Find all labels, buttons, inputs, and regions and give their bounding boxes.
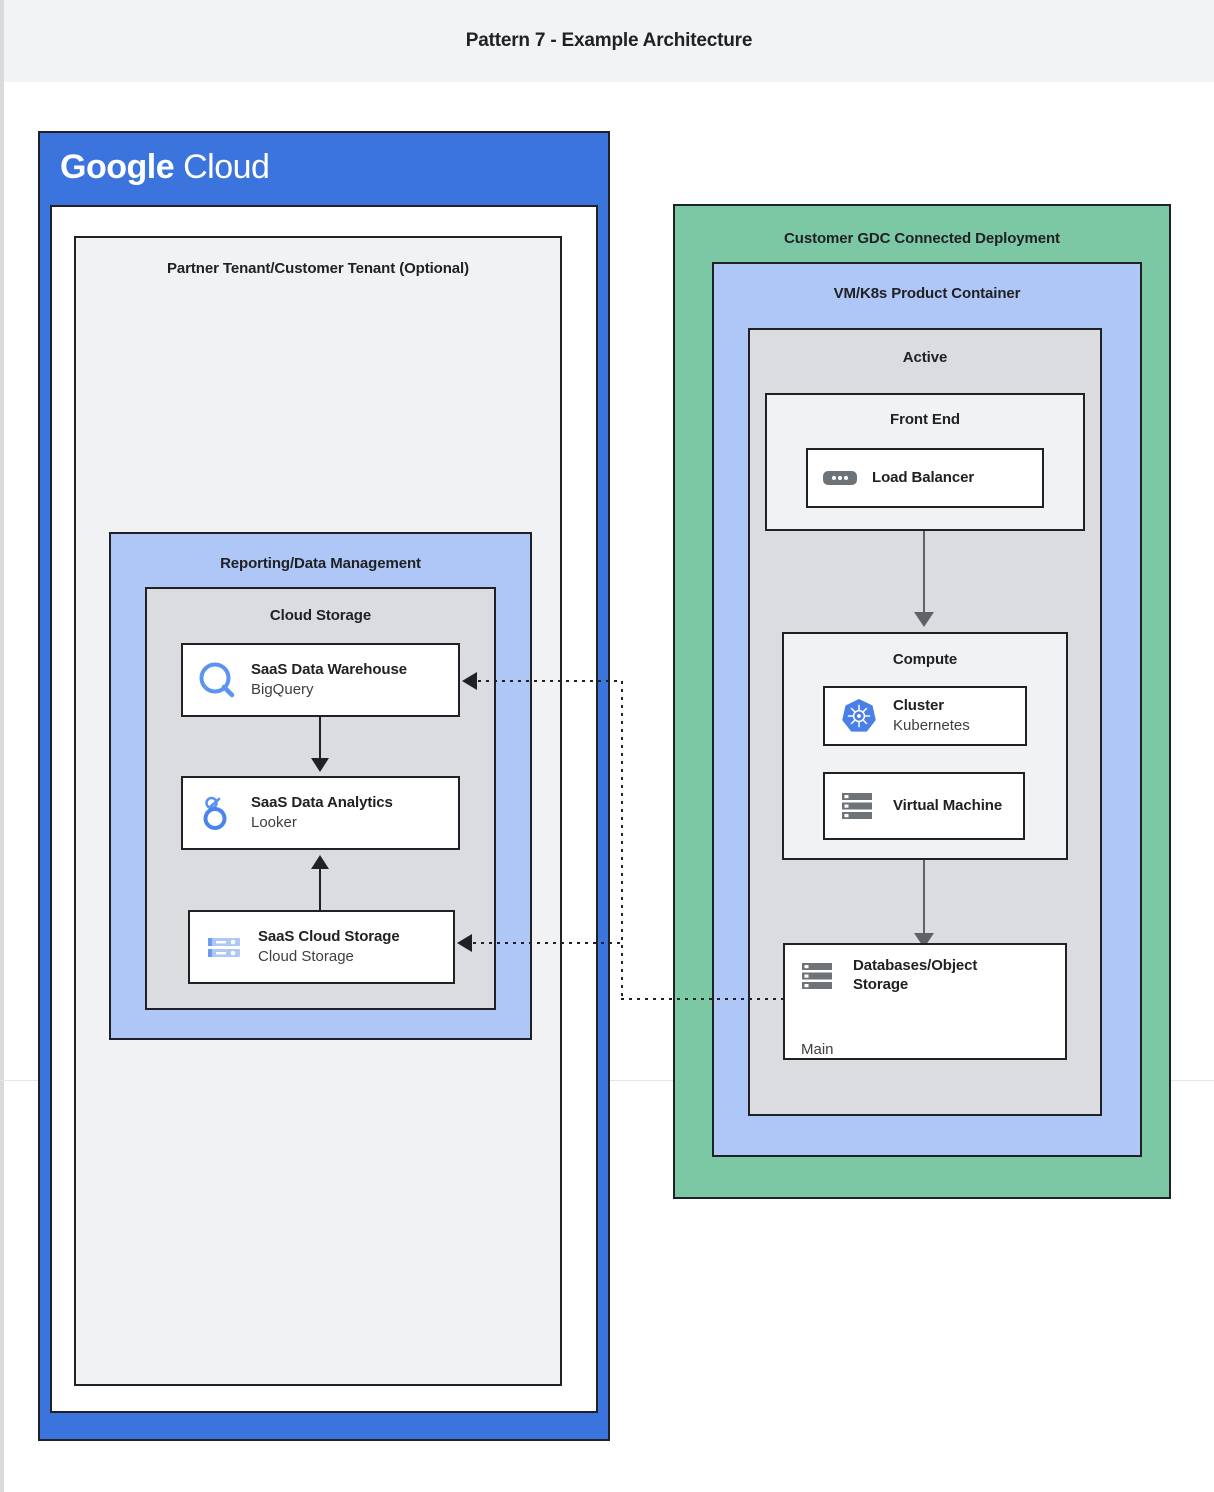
node-load-balancer-text: Load Balancer (872, 469, 974, 488)
page-left-edge (0, 0, 4, 1492)
node-cluster-kubernetes[interactable]: Cluster Kubernetes (823, 686, 1027, 746)
node-title: SaaS Data Analytics (251, 793, 393, 811)
dotted-connector-to-cloud-storage (473, 942, 622, 944)
load-balancer-icon (823, 471, 857, 485)
node-databases-footer: Main (801, 1040, 834, 1058)
node-databases-row: Databases/Object Storage (785, 945, 1065, 1003)
node-title: Databases/Object Storage (853, 957, 978, 993)
reporting-data-management-label: Reporting/Data Management (220, 555, 421, 572)
front-end-label: Front End (890, 411, 960, 428)
node-title: Cluster (893, 696, 944, 714)
node-saas-data-warehouse-text: SaaS Data Warehouse BigQuery (251, 661, 407, 699)
node-subtitle: Kubernetes (893, 716, 970, 734)
kubernetes-icon (842, 699, 876, 732)
dotted-connector-trunk (621, 681, 623, 1000)
node-subtitle: BigQuery (251, 680, 314, 698)
node-databases-object-storage[interactable]: Databases/Object Storage Main (783, 943, 1067, 1060)
connector-frontend-to-compute-line (923, 531, 925, 616)
virtual-machine-icon (842, 793, 872, 819)
cloud-storage-icon (208, 938, 240, 957)
header-bar: Pattern 7 - Example Architecture (4, 0, 1214, 82)
active-label: Active (902, 349, 948, 366)
node-title: Load Balancer (872, 468, 975, 486)
node-saas-cloud-storage[interactable]: SaaS Cloud Storage Cloud Storage (188, 910, 455, 984)
gdc-deployment-label: Customer GDC Connected Deployment (784, 230, 1060, 247)
connector-warehouse-to-analytics-line (319, 717, 321, 763)
node-subtitle: Looker (251, 813, 297, 831)
bigquery-icon (199, 662, 235, 698)
node-title: SaaS Data Warehouse (251, 660, 407, 678)
database-icon (802, 962, 832, 989)
vm-k8s-product-container-label: VM/K8s Product Container (833, 285, 1021, 302)
looker-icon (203, 796, 227, 830)
node-subtitle: Cloud Storage (258, 947, 354, 965)
connector-compute-to-database-line (923, 860, 925, 938)
cloud-storage-label: Cloud Storage (269, 607, 372, 624)
node-virtual-machine-text: Virtual Machine (893, 797, 1002, 816)
connector-frontend-to-compute-arrow (914, 612, 934, 627)
dotted-connector-from-database (621, 998, 785, 1000)
compute-label: Compute (892, 651, 958, 668)
node-title: SaaS Cloud Storage (258, 927, 400, 945)
connector-storage-to-analytics-arrow (311, 855, 329, 869)
node-load-balancer[interactable]: Load Balancer (806, 448, 1044, 508)
node-virtual-machine[interactable]: Virtual Machine (823, 772, 1025, 840)
node-saas-cloud-storage-text: SaaS Cloud Storage Cloud Storage (258, 928, 400, 966)
partner-tenant-label: Partner Tenant/Customer Tenant (Optional… (166, 260, 470, 277)
page-title: Pattern 7 - Example Architecture (465, 30, 753, 51)
google-cloud-logo-cloud: Cloud (183, 148, 270, 186)
node-title: Virtual Machine (893, 796, 1003, 814)
node-saas-data-analytics-text: SaaS Data Analytics Looker (251, 794, 393, 832)
dotted-connector-to-cloud-storage-arrow (457, 934, 472, 952)
node-saas-data-warehouse[interactable]: SaaS Data Warehouse BigQuery (181, 643, 460, 717)
google-cloud-logo-google: Google (60, 148, 175, 186)
node-databases-text: Databases/Object Storage (853, 957, 1023, 995)
dotted-connector-to-warehouse (478, 680, 622, 682)
connector-storage-to-analytics-line (319, 862, 321, 910)
node-saas-data-analytics[interactable]: SaaS Data Analytics Looker (181, 776, 460, 850)
connector-warehouse-to-analytics-arrow (311, 758, 329, 772)
node-cluster-text: Cluster Kubernetes (893, 697, 970, 735)
dotted-connector-to-warehouse-arrow (462, 672, 477, 690)
